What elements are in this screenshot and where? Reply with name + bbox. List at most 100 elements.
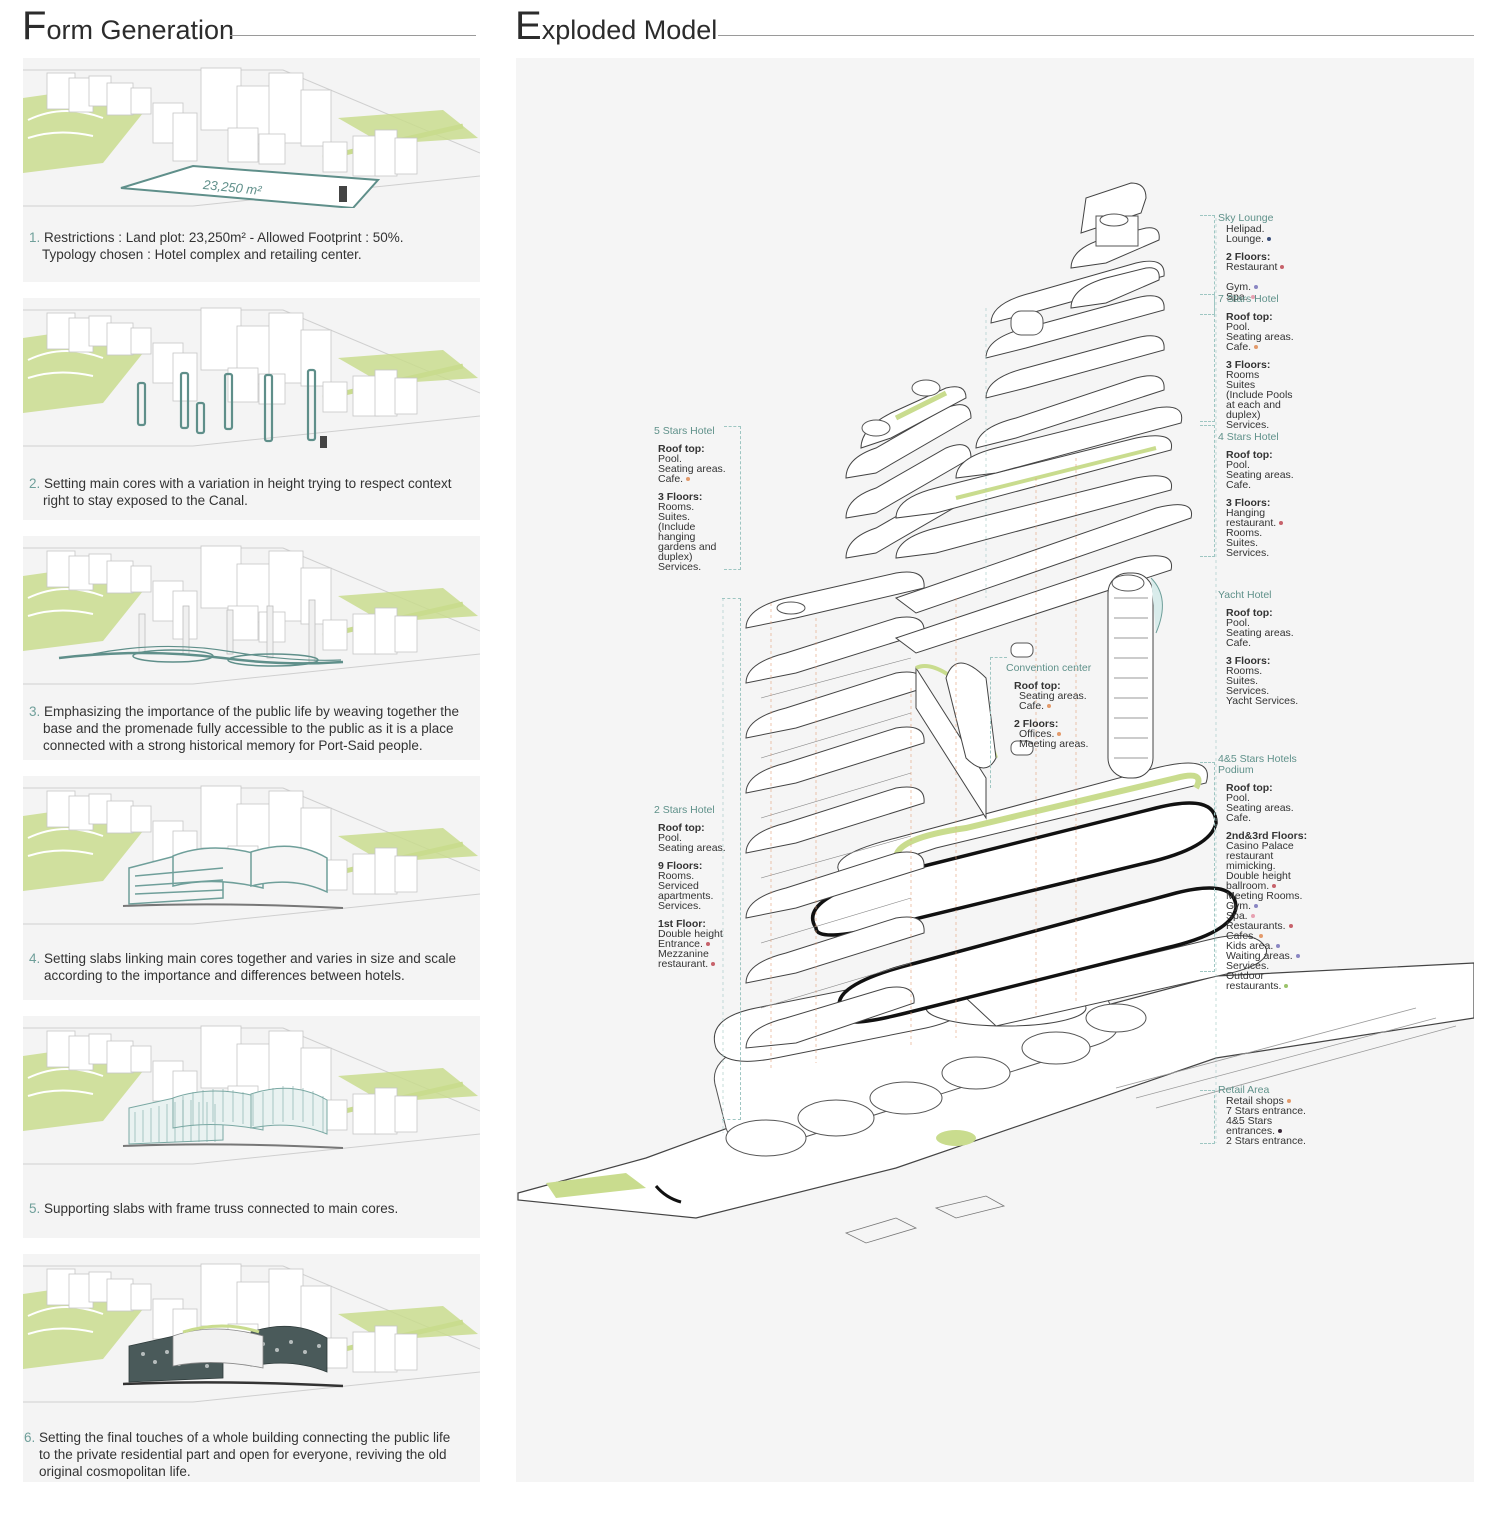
retail-bracket (1200, 1090, 1215, 1144)
annotation-item: Cafe. (1019, 701, 1091, 711)
annotation-item: Double height (1226, 870, 1291, 882)
step-number: 3. (29, 704, 41, 719)
annotation-item: Services. (1226, 685, 1270, 697)
annotation-item: Seating areas. (1226, 469, 1294, 481)
annotation-item: Pool. (1226, 792, 1250, 804)
title-rest: xploded Model (541, 15, 718, 45)
annotation-subtitle: 2nd&3rd Floors: (1226, 830, 1308, 842)
step-text-line: Restrictions : Land plot: 23,250m² - All… (44, 230, 404, 245)
annotation-item: gardens and (658, 541, 717, 553)
sky-lounge-bracket (1200, 215, 1215, 315)
annotation-item: Services. (658, 561, 702, 573)
annotation-item: hanging (658, 531, 696, 543)
annotation-title: Sky Lounge (1218, 212, 1274, 224)
step-3-drawing (23, 536, 480, 686)
five-stars-annotation: 5 Stars Hotel Roof top: Pool. Seating ar… (654, 426, 726, 573)
annotation-item: Gym. (1226, 901, 1307, 911)
step-4-drawing (23, 776, 480, 926)
annotation-item: Restaurant (1226, 262, 1285, 272)
title-rest: orm Generation (46, 15, 235, 45)
annotation-item: Suites. (1226, 675, 1259, 687)
annotation-item: Services. (658, 900, 702, 912)
annotation-item: Rooms. (658, 501, 695, 513)
annotation-item: Suites (1226, 379, 1256, 391)
annotation-item: Meeting Rooms. (1226, 890, 1303, 902)
plot-area-label: 23,250 m² (201, 177, 262, 198)
step-text-line: Supporting slabs with frame truss connec… (44, 1201, 399, 1216)
step-text-line: Setting the final touches of a whole bui… (39, 1430, 451, 1445)
annotation-item: Outdoor (1226, 970, 1264, 982)
annotation-item: Rooms. (1226, 527, 1263, 539)
annotation-item: Seating areas. (658, 463, 726, 475)
annotation-item: Cafe. (1226, 479, 1252, 491)
step-2-drawing (23, 298, 480, 448)
annotation-item: Waiting areas. (1226, 951, 1307, 961)
annotation-item: Spa. (1226, 911, 1307, 921)
annotation-title: Yacht Hotel (1218, 589, 1272, 601)
step-card-6: 6. Setting the final touches of a whole … (23, 1254, 480, 1482)
step-text-line: base and the promenade fully accessible … (43, 721, 454, 736)
annotation-item: Services. (1226, 419, 1270, 431)
annotation-item: Hanging (1226, 507, 1266, 519)
annotation-subtitle: 3 Floors: (1226, 497, 1271, 509)
step-text-line: Emphasizing the importance of the public… (44, 704, 460, 719)
step-6-drawing (23, 1254, 480, 1404)
annotation-item: at each and (1226, 399, 1281, 411)
annotation-item: Rooms. (1226, 665, 1263, 677)
annotation-item: Spa. (1226, 292, 1284, 302)
podium-bracket (1200, 762, 1215, 972)
convention-annotation: Convention center Roof top: Seating area… (1006, 663, 1091, 750)
annotation-subtitle: 2 Floors: (1014, 718, 1059, 730)
retail-annotation: Retail Area Retail shops 7 Stars entranc… (1218, 1085, 1306, 1147)
step-text-line: Setting slabs linking main cores togethe… (44, 951, 457, 966)
annotation-item: mimicking. (1226, 860, 1276, 872)
step-6-caption: 6. Setting the final touches of a whole … (24, 1429, 470, 1480)
step-text-line: original cosmopolitan life. (39, 1464, 191, 1479)
annotation-subtitle: Roof top: (1226, 449, 1273, 461)
annotation-subtitle: 1st Floor: (658, 918, 706, 930)
annotation-item: Entrance. (658, 939, 726, 949)
annotation-item: Seating areas. (658, 842, 726, 854)
step-5-drawing (23, 1016, 480, 1166)
annotation-item: Pool. (1226, 617, 1250, 629)
annotation-item: Meeting areas. (1019, 738, 1089, 750)
step-number: 1. (29, 230, 41, 245)
step-card-5: 5. Supporting slabs with frame truss con… (23, 1016, 480, 1238)
annotation-subtitle: 2 Floors: (1226, 251, 1271, 263)
annotation-subtitle: 9 Floors: (658, 860, 703, 872)
annotation-subtitle: 3 Floors: (658, 491, 703, 503)
annotation-item: Offices. (1019, 729, 1091, 739)
annotation-item: Suites. (1226, 537, 1259, 549)
annotation-item: ballroom. (1226, 881, 1307, 891)
step-4-caption: 4. Setting slabs linking main cores toge… (29, 950, 470, 984)
annotation-title: 2 Stars Hotel (654, 804, 715, 816)
annotation-item: Seating areas. (1226, 331, 1294, 343)
step-number: 5. (29, 1201, 41, 1216)
annotation-item: 4&5 Stars (1226, 1115, 1273, 1127)
step-number: 4. (29, 951, 41, 966)
annotation-item: Seating areas. (1226, 627, 1294, 639)
form-title-rule (230, 35, 476, 36)
annotation-item: Yacht Services. (1226, 695, 1299, 707)
step-text-line: to the private residential part and open… (39, 1447, 447, 1462)
title-initial: E (515, 4, 542, 48)
annotation-item: Cafe. (1226, 637, 1252, 649)
annotation-item: Pool. (1226, 459, 1250, 471)
annotation-subtitle: Roof top: (1226, 782, 1273, 794)
annotation-subtitle: Roof top: (1226, 311, 1273, 323)
seven-stars-annotation: 7 Stars Hotel Roof top: Pool. Seating ar… (1218, 294, 1294, 431)
annotation-subtitle: 3 Floors: (1226, 359, 1271, 371)
annotation-item: Rooms. (658, 870, 695, 882)
step-text-line: according to the importance and differen… (44, 968, 405, 983)
annotation-item: Lounge. (1226, 234, 1284, 244)
annotation-subtitle: Roof top: (658, 822, 705, 834)
step-number: 2. (29, 476, 41, 491)
step-1-caption: 1. Restrictions : Land plot: 23,250m² - … (29, 229, 470, 263)
annotation-item: Cafe. (658, 474, 726, 484)
annotation-item: restaurant. (1226, 518, 1294, 528)
annotation-title: 4&5 Stars Hotels (1218, 753, 1297, 765)
annotation-item: 2 Stars entrance. (1226, 1135, 1306, 1147)
annotation-subtitle: 3 Floors: (1226, 655, 1271, 667)
annotation-item: Pool. (658, 453, 682, 465)
annotation-item: Services. (1226, 960, 1270, 972)
